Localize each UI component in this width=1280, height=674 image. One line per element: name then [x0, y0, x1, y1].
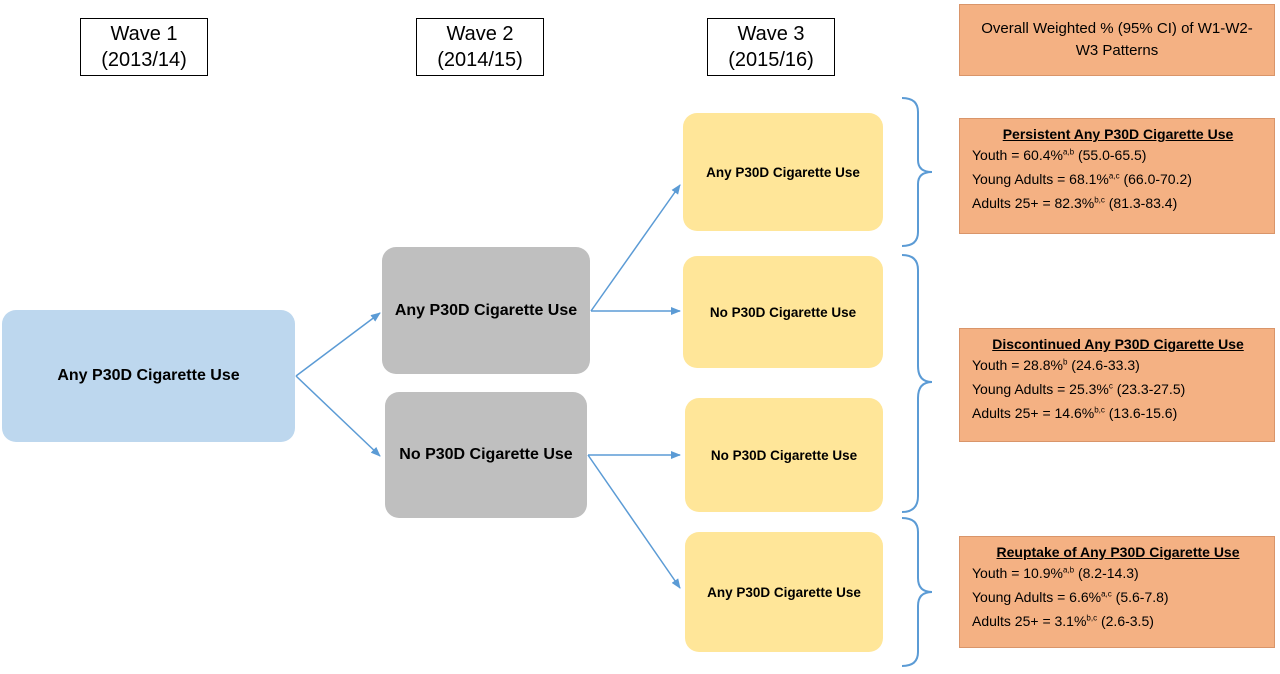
reuptake-youth: Youth = 10.9%a,b (8.2-14.3): [972, 565, 1139, 581]
wave-1-node: Any P30D Cigarette Use: [2, 310, 295, 442]
wave-3-any-top-label: Any P30D Cigarette Use: [706, 164, 860, 180]
persistent-youth: Youth = 60.4%a,b (55.0-65.5): [972, 147, 1147, 163]
wave-2-years: (2014/15): [437, 49, 523, 71]
wave-2-any-node: Any P30D Cigarette Use: [382, 247, 590, 374]
wave-3-header: Wave 3 (2015/16): [707, 18, 835, 76]
wave-2-label: Wave 2: [446, 23, 514, 45]
wave-2-no-label: No P30D Cigarette Use: [399, 446, 573, 463]
reuptake-title: Reuptake of Any P30D Cigarette Use: [996, 544, 1240, 560]
persistent-adults: Adults 25+ = 82.3%b,c (81.3-83.4): [972, 195, 1178, 211]
wave-1-node-label: Any P30D Cigarette Use: [57, 367, 240, 384]
persistent-young-adults: Young Adults = 68.1%a,c (66.0-70.2): [972, 171, 1192, 187]
brace-persistent: [901, 97, 933, 247]
discontinued-young-adults: Young Adults = 25.3%c (23.3-27.5): [972, 381, 1186, 397]
wave-3-no-1-node: No P30D Cigarette Use: [683, 256, 883, 368]
discontinued-title: Discontinued Any P30D Cigarette Use: [992, 336, 1244, 352]
reuptake-pattern-box: Reuptake of Any P30D Cigarette Use Youth…: [959, 536, 1275, 648]
wave-3-any-top-node: Any P30D Cigarette Use: [683, 113, 883, 231]
persistent-title: Persistent Any P30D Cigarette Use: [1002, 126, 1234, 142]
persistent-pattern-box: Persistent Any P30D Cigarette Use Youth …: [959, 118, 1275, 234]
wave-1-label: Wave 1: [110, 23, 178, 45]
wave-3-no-2-label: No P30D Cigarette Use: [710, 447, 858, 463]
summary-header-text: Overall Weighted % (95% CI) of W1-W2-W3 …: [981, 20, 1253, 59]
brace-reuptake: [901, 517, 933, 667]
reuptake-adults: Adults 25+ = 3.1%b,c (2.6-3.5): [972, 613, 1154, 629]
wave-3-no-2-node: No P30D Cigarette Use: [685, 398, 883, 512]
arrow-w1-to-w2-no: [295, 375, 381, 457]
discontinued-adults: Adults 25+ = 14.6%b,c (13.6-15.6): [972, 405, 1178, 421]
wave-3-label: Wave 3: [737, 23, 805, 45]
wave-2-any-label: Any P30D Cigarette Use: [394, 301, 578, 319]
wave-2-header: Wave 2 (2014/15): [416, 18, 544, 76]
arrow-w1-to-w2-any: [295, 312, 381, 377]
summary-header: Overall Weighted % (95% CI) of W1-W2-W3 …: [959, 4, 1275, 76]
discontinued-youth: Youth = 28.8%b (24.6-33.3): [972, 357, 1140, 373]
wave-1-years: (2013/14): [101, 49, 187, 71]
wave-1-header: Wave 1 (2013/14): [80, 18, 208, 76]
wave-3-any-bottom-node: Any P30D Cigarette Use: [685, 532, 883, 652]
wave-3-any-bottom-label: Any P30D Cigarette Use: [707, 584, 861, 600]
wave-3-years: (2015/16): [728, 49, 814, 71]
arrow-w2-any-to-w3-any: [590, 184, 681, 312]
wave-2-no-node: No P30D Cigarette Use: [385, 392, 587, 518]
arrow-w2-no-to-w3-any: [587, 454, 681, 589]
wave-3-no-1-label: No P30D Cigarette Use: [709, 304, 857, 320]
discontinued-pattern-box: Discontinued Any P30D Cigarette Use Yout…: [959, 328, 1275, 442]
reuptake-young-adults: Young Adults = 6.6%a,c (5.6-7.8): [972, 589, 1169, 605]
brace-discontinued: [901, 254, 933, 513]
